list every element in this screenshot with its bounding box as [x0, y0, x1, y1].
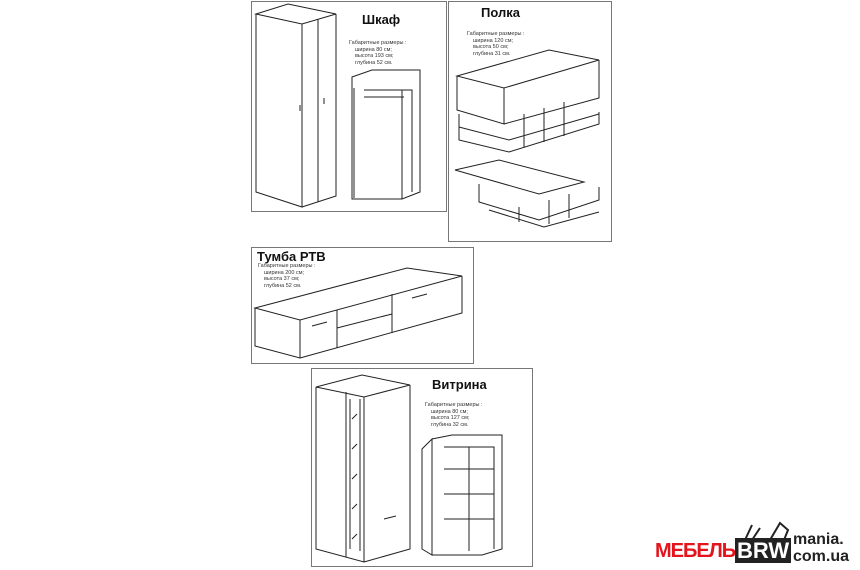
display-cabinet-drawing — [315, 374, 503, 563]
dimensions: Габаритные размеры :ширина 200 см;высота… — [258, 263, 316, 289]
dim-depth: глубина 31 см. — [473, 50, 511, 57]
panel-wardrobe: Шкаф Габаритные размеры :ширина 80 см;вы… — [251, 1, 447, 212]
title: Витрина — [432, 377, 487, 392]
shelf-drawing — [454, 49, 600, 228]
dims-label: Габаритные размеры : — [425, 402, 483, 408]
logo-domain: com.ua — [793, 548, 850, 565]
dimensions: Габаритные размеры :ширина 80 см;высота … — [425, 402, 483, 428]
dim-height: высота 37 см; — [264, 276, 300, 282]
dim-depth: глубина 52 см. — [264, 282, 302, 289]
wardrobe-drawing — [254, 3, 421, 208]
dim-width: ширина 120 см; — [473, 37, 514, 44]
tv-stand-drawing — [253, 267, 463, 359]
logo-brand-red: МЕБЕЛЬ — [655, 540, 736, 562]
logo-site: mania.com.ua — [793, 531, 849, 565]
title: Полка — [481, 5, 520, 20]
brand-logo: МЕБЕЛЬ BRW mania.com.ua — [655, 520, 860, 570]
dim-width: ширина 80 см; — [431, 408, 468, 415]
dim-height: высота 193 см; — [355, 53, 394, 59]
panel-tv-stand: Тумба РТВ Габаритные размеры :ширина 200… — [251, 247, 474, 364]
logo-site-name: mania. — [793, 531, 844, 548]
dim-width: ширина 200 см; — [264, 269, 305, 276]
dims-label: Габаритные размеры : — [467, 31, 525, 37]
dim-height: высота 50 см; — [473, 44, 509, 50]
dims-label: Габаритные размеры : — [349, 40, 407, 46]
logo-brand-box: BRW — [735, 538, 792, 563]
dimensions: Габаритные размеры :ширина 80 см;высота … — [349, 40, 407, 66]
dim-height: высота 127 см; — [431, 415, 470, 421]
title: Шкаф — [362, 12, 401, 27]
panel-shelf: Полка Габаритные размеры :ширина 120 см;… — [448, 1, 612, 242]
dimensions: Габаритные размеры :ширина 120 см;высота… — [467, 31, 525, 57]
dim-width: ширина 80 см; — [355, 46, 392, 53]
title: Тумба РТВ — [257, 249, 326, 264]
dim-depth: глубина 32 см. — [431, 421, 469, 428]
dims-label: Габаритные размеры : — [258, 263, 316, 269]
dim-depth: глубина 52 см. — [355, 59, 393, 66]
panel-display-cabinet: Витрина Габаритные размеры :ширина 80 см… — [311, 368, 533, 567]
